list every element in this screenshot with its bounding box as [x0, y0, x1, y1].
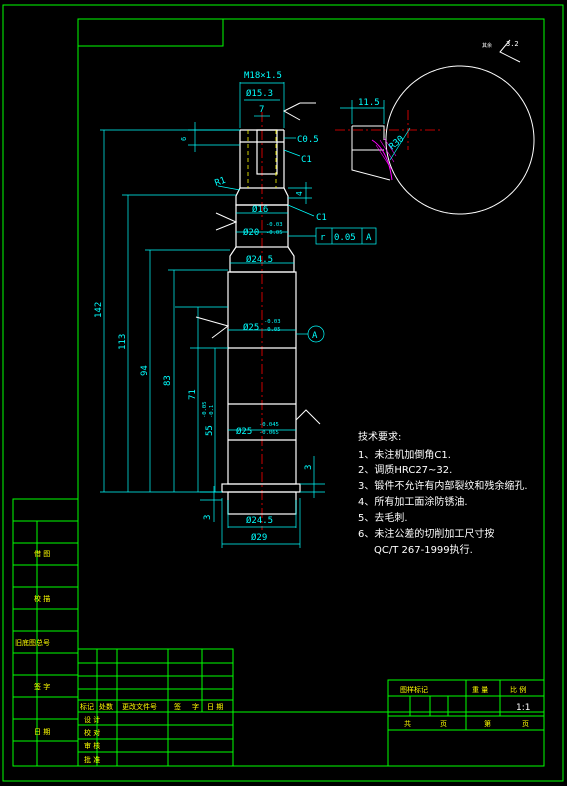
title-block: 标记 处数 更改文件号 签 字 日 期 设 计 校 对 审 核 批 准 图样标记…: [80, 685, 530, 764]
side-labels: 借 图 校 描 旧底图总号 签 字 日 期: [15, 549, 50, 736]
dim-len55-tol-lower: -0.1: [209, 405, 215, 418]
header-change-doc: 更改文件号: [122, 702, 157, 711]
note-3: 3、锻件不允许有内部裂纹和残余缩孔.: [358, 479, 528, 492]
dim-d24-5-bottom: Ø24.5: [246, 515, 273, 526]
note-6: 6、未注公差的切削加工尺寸按: [358, 527, 494, 540]
scale-label: 比 例: [510, 685, 526, 694]
role-approve: 批 准: [84, 755, 100, 764]
dim-h6: 6: [180, 137, 188, 141]
dim-h3-left: 3: [203, 515, 213, 520]
dim-d20-tol-lower: -0.05: [266, 230, 283, 236]
side-label-used-on: 借 图: [34, 549, 50, 558]
dim-c05: C0.5: [297, 135, 319, 145]
dim-d20-tol-upper: -0.03: [266, 222, 283, 228]
dim-c1-mid: C1: [316, 213, 327, 223]
sheet-label: 第: [484, 719, 491, 728]
header-sign2: 字: [192, 702, 199, 711]
datum-label: A: [312, 331, 318, 341]
shaft-outline: [221, 129, 301, 515]
roughness-top-value: 3.2: [506, 40, 519, 48]
dim-len94: 94: [140, 365, 150, 376]
dim-len55: 55: [205, 425, 215, 436]
roughness-rest-label: 其余: [482, 42, 492, 49]
dim-detail-11-5: 11.5: [358, 98, 380, 108]
note-1: 1、未注机加倒角C1.: [358, 448, 451, 461]
dim-len113: 113: [118, 334, 128, 350]
role-design: 设 计: [84, 715, 100, 724]
dimension-lines: [100, 82, 377, 548]
dim-d25-lower-tol-lower: -0.065: [259, 430, 279, 436]
dim-thread: M18×1.5: [244, 71, 282, 81]
tolerance-value: 0.05: [334, 233, 356, 243]
dim-d24-5-top: Ø24.5: [246, 254, 273, 265]
dim-d25-main: Ø25: [243, 322, 259, 333]
dim-r1: R1: [214, 176, 228, 189]
note-5: 5、去毛刺.: [358, 512, 408, 524]
header-date: 日 期: [207, 703, 223, 711]
dim-len55-tol-upper: -0.05: [202, 401, 208, 418]
side-label-copy: 校 描: [34, 594, 50, 603]
note-4: 4、所有加工面涂防锈油.: [358, 495, 468, 508]
dim-len142: 142: [94, 302, 104, 318]
dim-len71: 71: [188, 389, 198, 400]
weight-label: 重 量: [472, 686, 488, 694]
dim-h4: 4: [295, 191, 304, 196]
dimension-texts: M18×1.5 Ø15.3 7 6 C0.5 C1 R1 4 Ø16 C1 Ø2…: [94, 40, 519, 543]
roughness-symbols: [195, 39, 521, 425]
side-label-archive: 旧底图总号: [15, 638, 50, 647]
total-label: 共: [404, 719, 411, 728]
dim-len83: 83: [163, 375, 173, 386]
dim-d15-3: Ø15.3: [246, 88, 273, 99]
dim-d29: Ø29: [251, 532, 267, 543]
note-6-cont: QC/T 267-1999执行.: [374, 543, 473, 556]
tolerance-symbol: r: [320, 233, 326, 243]
drawing-mark-label: 图样标记: [400, 685, 428, 694]
side-label-signature: 签 字: [34, 682, 50, 691]
dim-d25-main-tol-lower: -0.05: [264, 327, 281, 333]
detail-view: [340, 65, 535, 215]
hidden-lines: [247, 130, 277, 188]
dim-w7: 7: [259, 105, 264, 115]
total-unit: 页: [440, 720, 447, 728]
dim-d25-main-tol-upper: -0.03: [264, 319, 281, 325]
scale-value: 1:1: [516, 703, 530, 713]
dim-d16: Ø16: [252, 204, 268, 215]
tolerance-datum: A: [366, 233, 372, 243]
dim-h3-right: 3: [304, 465, 314, 470]
technical-notes: 技术要求: 1、未注机加倒角C1. 2、调质HRC27~32. 3、锻件不允许有…: [358, 430, 528, 556]
role-review: 审 核: [84, 741, 100, 750]
dim-c1-top: C1: [301, 155, 312, 165]
note-2: 2、调质HRC27~32.: [358, 464, 452, 476]
side-label-date: 日 期: [34, 728, 50, 736]
notes-title: 技术要求:: [358, 430, 401, 443]
role-check: 校 对: [84, 728, 100, 737]
dim-detail-r30: R30: [388, 134, 407, 152]
dim-d25-lower-tol-upper: -0.045: [259, 422, 279, 428]
sheet-unit: 页: [522, 720, 529, 728]
dim-d25-lower: Ø25: [236, 426, 252, 437]
geometric-tolerance: r 0.05 A A: [312, 233, 372, 341]
header-count: 处数: [99, 702, 113, 711]
header-mark: 标记: [80, 702, 94, 711]
dim-d20: Ø20: [243, 227, 259, 238]
centerlines: [261, 110, 440, 530]
drawing-frame: [2, 4, 564, 782]
header-sign: 签: [174, 702, 181, 711]
